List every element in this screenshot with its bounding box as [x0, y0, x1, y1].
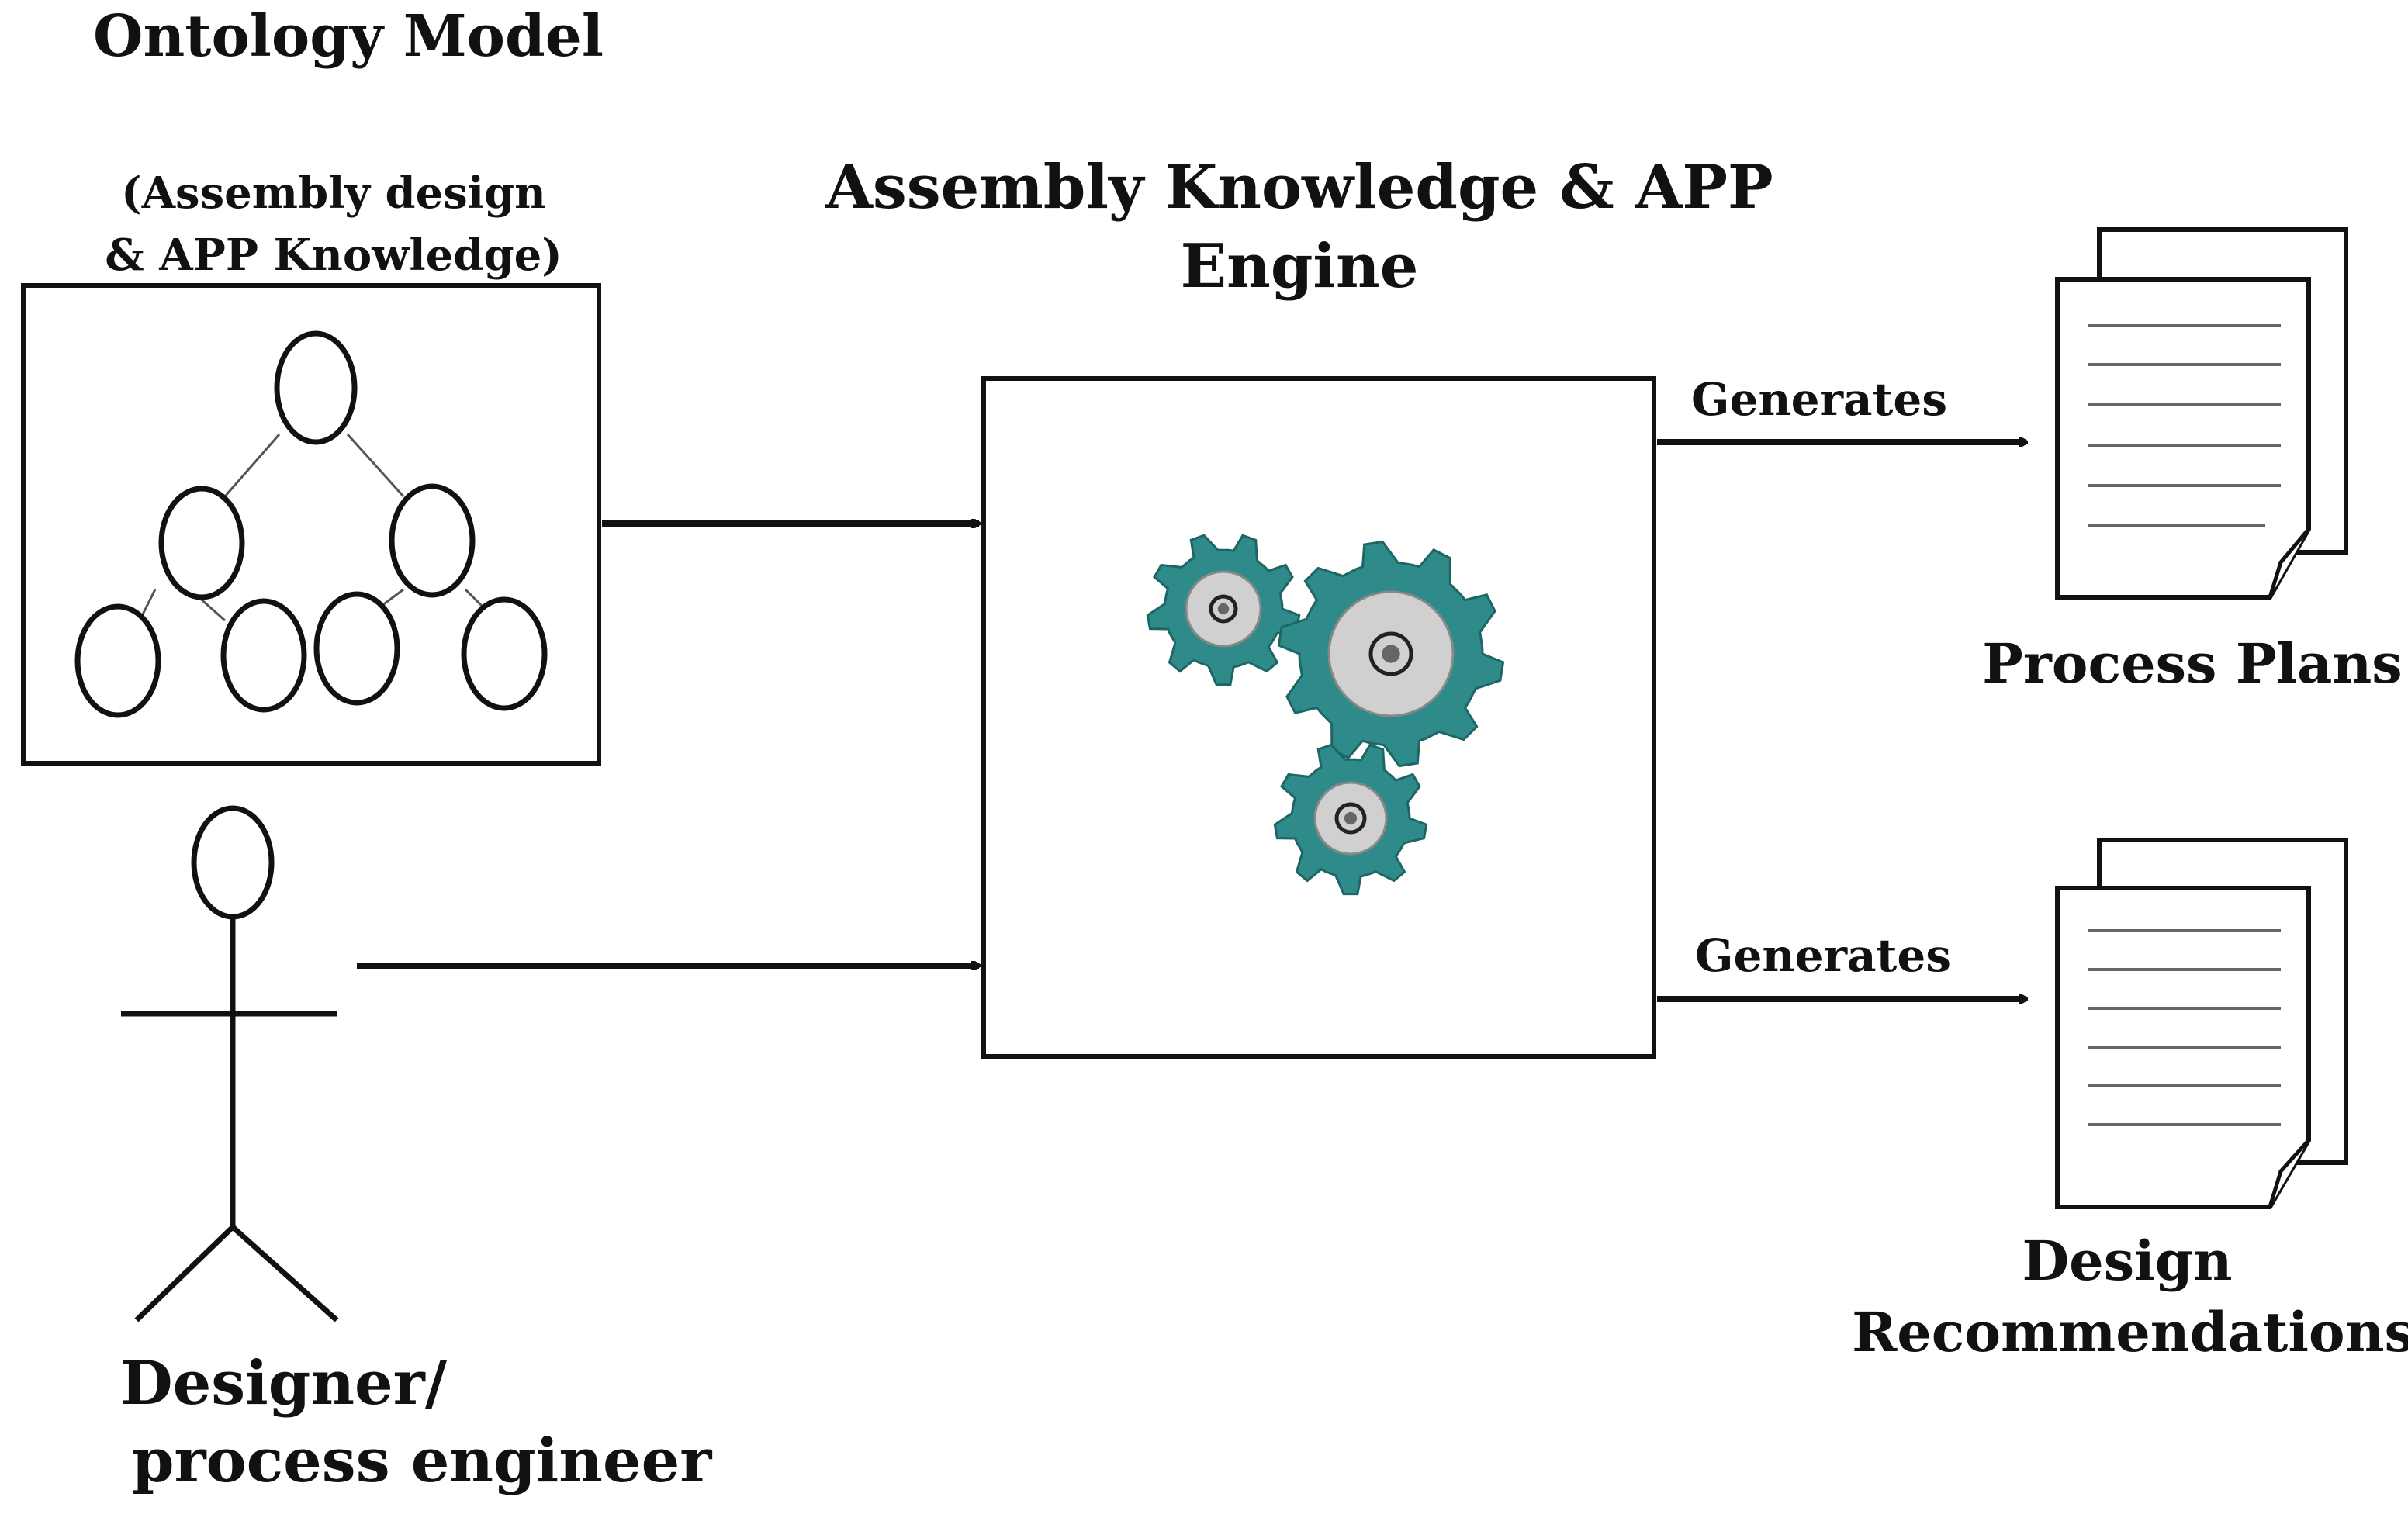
actor-label-line1: Designer/ — [120, 1348, 448, 1419]
gear-icon — [1277, 540, 1505, 768]
doc-label-recommendations: Recommendations — [1852, 1300, 2408, 1364]
ontology-model-box — [21, 283, 601, 766]
ontology-subtitle-line2: & APP Knowledge) — [105, 230, 562, 281]
tree-node-right — [389, 483, 476, 598]
document-stack-design-recommendations — [2055, 838, 2348, 1209]
tree-node-left — [158, 486, 245, 600]
document-lines — [2088, 929, 2281, 1126]
tree-node-leaf-4 — [461, 596, 548, 711]
engine-title-line1: Assembly Knowledge & APP — [825, 152, 1773, 223]
engine-title-line2: Engine — [1181, 231, 1419, 302]
doc-label-process-plans: Process Plans — [1982, 631, 2402, 696]
tree-node-root — [274, 330, 358, 445]
tree-node-leaf-3 — [313, 591, 400, 706]
ontology-title: Ontology Model — [93, 3, 604, 70]
tree-node-leaf-1 — [74, 603, 161, 718]
actor-head — [191, 805, 275, 920]
engine-gears — [1146, 534, 1505, 896]
document-lines — [2088, 324, 2281, 527]
tree-node-leaf-2 — [220, 598, 307, 713]
ontology-subtitle-line1: (Assembly design — [121, 168, 546, 219]
doc-label-design: Design — [2022, 1229, 2232, 1293]
edge-label-generates-1: Generates — [1691, 373, 1947, 426]
edge-label-generates-2: Generates — [1695, 929, 1951, 982]
gear-icon — [1146, 534, 1301, 686]
actor-figure — [121, 805, 339, 1322]
engine-box — [981, 376, 1656, 1059]
document-stack-process-plans — [2055, 227, 2348, 600]
actor-label-line2: process engineer — [132, 1426, 712, 1496]
gear-icon — [1273, 743, 1428, 896]
